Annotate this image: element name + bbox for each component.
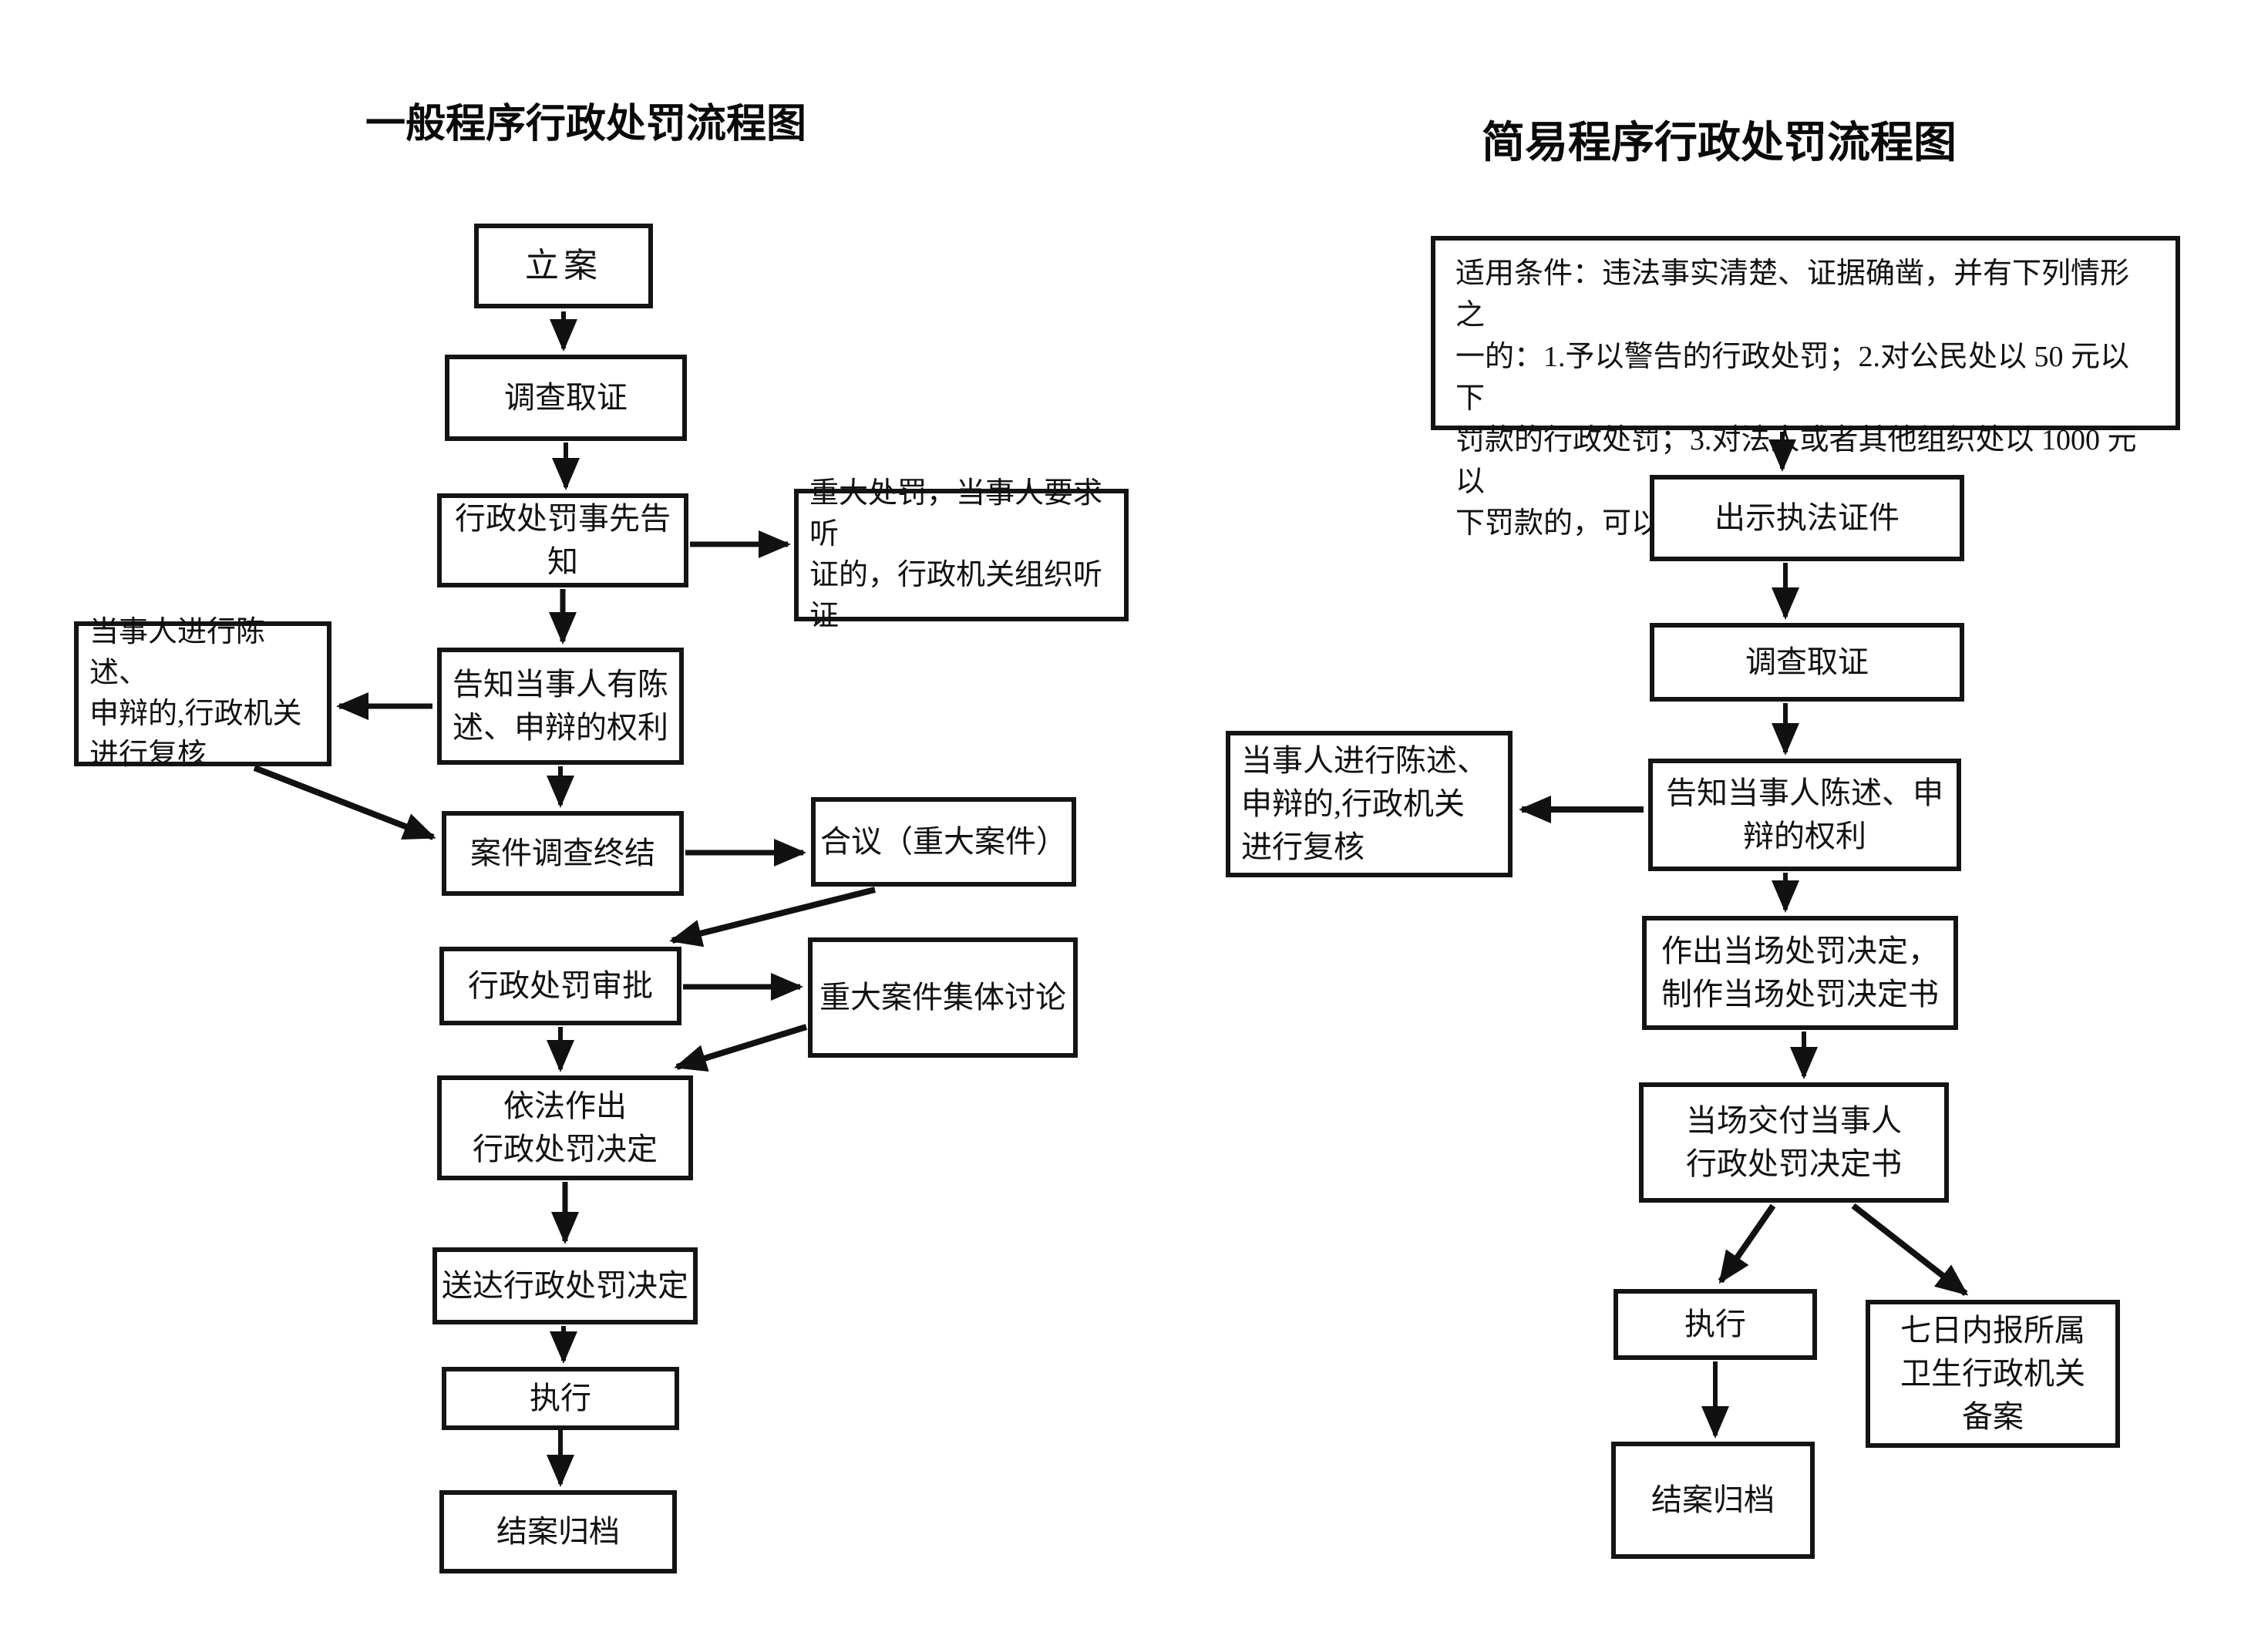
node-general-inform-rights: 告知当事人有陈 述、申辩的权利 <box>437 648 684 765</box>
node-general-filing: 立案 <box>474 224 653 308</box>
node-summary-conditions: 适用条件：违法事实清楚、证据确凿，并有下列情形之 一的：1.予以警告的行政处罚；… <box>1431 236 2180 540</box>
node-general-prior-notice: 行政处罚事先告知 <box>437 493 688 587</box>
node-summary-review-note: 当事人进行陈述、 申辩的,行政机关 进行复核 <box>1226 731 1513 877</box>
node-summary-show-id: 出示执法证件 <box>1650 475 1964 561</box>
node-general-hearing-note: 重大处罚，当事人要求听 证的，行政机关组织听证 <box>794 477 1129 632</box>
node-general-review-note: 当事人进行陈述、 申辩的,行政机关 进行复核 <box>74 616 331 771</box>
node-summary-evidence: 调查取证 <box>1650 623 1964 702</box>
node-summary-inform-rights: 告知当事人陈述、申 辩的权利 <box>1648 759 1961 871</box>
arrow-review-note-to-investigation-closed <box>253 765 436 840</box>
arrow-deliver-to-enforcement <box>1718 1203 1776 1284</box>
summary-chart-title: 简易程序行政处罚流程图 <box>1482 118 1957 167</box>
arrow-collegiate-to-approval <box>669 887 876 947</box>
node-general-archive: 结案归档 <box>439 1490 677 1573</box>
node-summary-deliver: 当场交付当事人 行政处罚决定书 <box>1639 1082 1949 1203</box>
arrow-major-discussion-to-decision <box>674 1024 808 1072</box>
node-general-decision: 依法作出 行政处罚决定 <box>437 1075 693 1180</box>
node-summary-enforcement: 执行 <box>1614 1289 1817 1360</box>
node-summary-archive: 结案归档 <box>1611 1442 1815 1559</box>
node-general-investigation-closed: 案件调查终结 <box>442 811 684 896</box>
node-general-evidence: 调查取证 <box>445 355 687 441</box>
general-chart-title: 一般程序行政处罚流程图 <box>365 102 806 146</box>
arrow-deliver-to-report <box>1851 1203 1969 1297</box>
node-general-enforcement: 执行 <box>442 1367 679 1430</box>
node-general-service: 送达行政处罚决定 <box>432 1247 698 1324</box>
node-general-major-discussion: 重大案件集体讨论 <box>808 937 1078 1058</box>
node-summary-report: 七日内报所属 卫生行政机关 备案 <box>1866 1300 2120 1448</box>
node-general-collegiate: 合议（重大案件） <box>811 797 1076 887</box>
node-summary-onsite-decision: 作出当场处罚决定， 制作当场处罚决定书 <box>1642 916 1958 1030</box>
node-general-approval: 行政处罚审批 <box>439 947 681 1025</box>
